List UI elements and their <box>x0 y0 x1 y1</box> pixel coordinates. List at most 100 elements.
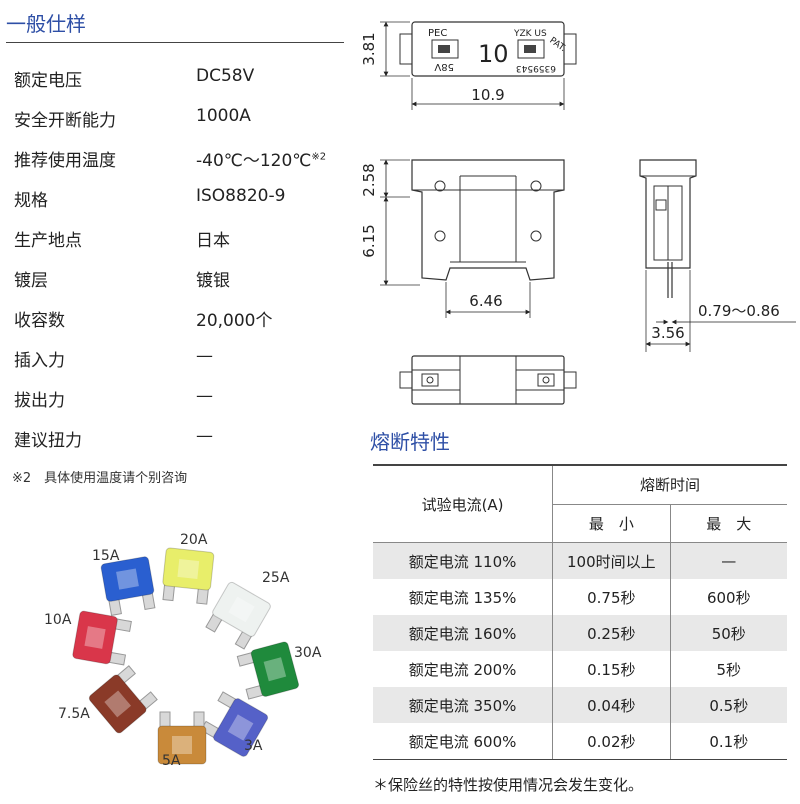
mark-brand: YZK US <box>513 29 547 39</box>
cell-min: 0.04秒 <box>552 687 671 723</box>
spec-row: 插入力 — <box>14 346 344 386</box>
spec-value: 20,000个 <box>196 311 273 331</box>
cell-current: 额定电流 135% <box>408 588 517 607</box>
mark-rating: 10 <box>478 40 509 68</box>
spec-value: 1000A <box>196 106 251 126</box>
spec-value: — <box>196 386 213 406</box>
spec-value: -40℃～120℃※2 <box>196 151 327 171</box>
fusing-note: ＊保险丝的特性按使用情况会发生变化。 <box>373 776 644 794</box>
spec-label: 推荐使用温度 <box>14 151 116 171</box>
cell-max: 600秒 <box>669 579 787 615</box>
mark-voltage: 58V <box>434 61 454 72</box>
spec-label: 规格 <box>14 191 48 211</box>
table-row: 额定电流 110%100时间以上— <box>373 542 787 579</box>
top-view: PEC 10 58V YZK US PAT. 6359543 3.81 10.9 <box>360 21 577 110</box>
title-divider <box>6 42 344 43</box>
cell-min: 0.02秒 <box>552 723 671 760</box>
fuse-rating-label: 3A <box>244 738 263 754</box>
spec-value: 镀银 <box>196 271 230 291</box>
fuse-1 <box>162 547 215 605</box>
top-height-dim: 3.81 <box>360 32 378 65</box>
front-width-dim: 6.46 <box>469 292 502 310</box>
mark-pec: PEC <box>428 28 447 39</box>
spec-row: 推荐使用温度 -40℃～120℃※2 <box>14 146 344 186</box>
spec-value: 日本 <box>196 231 230 251</box>
fuse-5 <box>157 711 207 765</box>
col-max-header: 最 大 <box>669 503 787 543</box>
spec-row: 规格 ISO8820-9 <box>14 186 344 226</box>
cell-min: 0.75秒 <box>552 579 671 615</box>
cell-max: 5秒 <box>669 651 787 687</box>
fuse-rating-label: 5A <box>162 753 181 769</box>
cell-current: 额定电流 160% <box>373 615 553 651</box>
dimension-drawing: PEC 10 58V YZK US PAT. 6359543 3.81 10.9… <box>360 21 796 405</box>
cell-max: — <box>669 542 787 579</box>
fuse-rating-label: 10A <box>44 612 72 628</box>
spec-row: 安全开断能力 1000A <box>14 106 344 146</box>
side-view-outline <box>639 159 697 269</box>
spec-value: — <box>196 346 213 366</box>
general-spec-title: 一般仕样 <box>6 12 86 36</box>
spec-value: DC58V <box>196 66 255 86</box>
fuse-3 <box>236 641 300 700</box>
front-lower-dim: 6.15 <box>360 224 378 257</box>
cell-max: 0.5秒 <box>669 687 787 723</box>
spec-label: 额定电压 <box>14 71 82 91</box>
spec-label: 安全开断能力 <box>14 111 116 131</box>
spec-label: 生产地点 <box>14 231 82 251</box>
front-view: 2.58 6.15 6.46 <box>360 159 565 318</box>
spec-value: — <box>196 426 213 446</box>
side-thickness-dim: 3.56 <box>651 324 684 342</box>
col-time-header: 熔断时间 <box>552 464 787 504</box>
spec-row: 额定电压 DC58V <box>14 66 344 106</box>
fuse-photo <box>0 520 350 800</box>
cell-min: 0.25秒 <box>552 615 671 651</box>
spec-label: 建议扭力 <box>14 431 82 451</box>
fusing-table: 试验电流(A) 熔断时间 最 小 最 大 额定电流 110%100时间以上—额定… <box>373 464 787 760</box>
front-upper-dim: 2.58 <box>360 163 378 196</box>
cell-current: 额定电流 600% <box>373 723 553 760</box>
spec-label: 收容数 <box>14 311 65 331</box>
col-current-header: 试验电流(A) <box>373 464 553 543</box>
fuse-7 <box>72 610 132 666</box>
fuse-rating-label: 15A <box>92 548 120 564</box>
spec-label: 插入力 <box>14 351 65 371</box>
fuse-4 <box>200 691 269 757</box>
cell-max: 0.1秒 <box>669 723 787 760</box>
bottom-view <box>399 355 577 405</box>
col-min-header: 最 小 <box>552 503 671 543</box>
side-terminal-dim: 0.79～0.86 <box>698 302 780 320</box>
fuse-rating-label: 7.5A <box>58 706 90 722</box>
fuse-0 <box>100 556 156 616</box>
spec-row: 生产地点 日本 <box>14 226 344 266</box>
mark-number: 6359543 <box>516 63 556 73</box>
spec-row: 收容数 20,000个 <box>14 306 344 346</box>
cell-min: 0.15秒 <box>552 651 671 687</box>
cell-current: 额定电流 350% <box>373 687 553 723</box>
fuse-rating-label: 25A <box>262 570 290 586</box>
spec-row: 建议扭力 — <box>14 426 344 466</box>
top-width-dim: 10.9 <box>471 86 504 104</box>
spec-row: 镀层 镀银 <box>14 266 344 306</box>
spec-value: ISO8820-9 <box>196 186 286 206</box>
spec-row: 拔出力 — <box>14 386 344 426</box>
fuse-6 <box>88 665 158 734</box>
spec-footnote-ref: ※2 <box>311 151 327 163</box>
fuse-ring <box>72 547 300 765</box>
cell-current: 额定电流 200% <box>408 660 517 679</box>
fuse-2 <box>205 581 271 650</box>
cell-current: 额定电流 110% <box>373 542 553 579</box>
side-view: 3.56 0.79～0.86 <box>639 159 796 352</box>
cell-min: 100时间以上 <box>552 542 671 579</box>
spec-label: 拔出力 <box>14 391 65 411</box>
cell-max: 50秒 <box>669 615 787 651</box>
spec-label: 镀层 <box>14 271 48 291</box>
bottom-view-outline <box>411 355 565 405</box>
temperature-footnote: ※2 具体使用温度请个别咨询 <box>12 471 188 486</box>
fusing-title: 熔断特性 <box>370 430 450 454</box>
